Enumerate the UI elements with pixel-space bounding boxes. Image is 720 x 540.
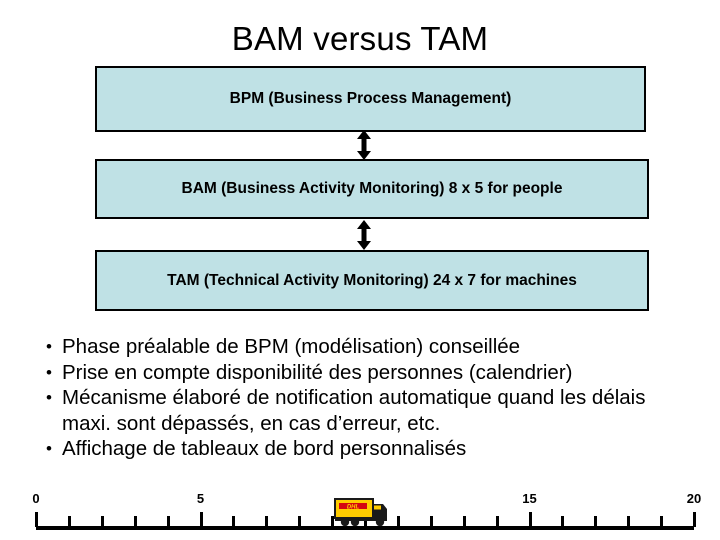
diagram-box-bpm-label: BPM (Business Process Management) [229, 90, 512, 107]
ruler-tick [298, 516, 302, 527]
diagram-box-bam: BAM (Business Activity Monitoring) 8 x 5… [95, 159, 649, 219]
bullet-list: • Phase préalable de BPM (modélisation) … [36, 334, 696, 462]
ruler-tick [396, 516, 400, 527]
ruler-tick [133, 516, 137, 527]
ruler-tick [100, 516, 104, 527]
ruler-tick [429, 516, 433, 527]
diagram-box-tam: TAM (Technical Activity Monitoring) 24 x… [95, 250, 649, 311]
list-item: • Prise en compte disponibilité des pers… [36, 360, 696, 386]
list-item: • Affichage de tableaux de bord personna… [36, 436, 696, 462]
timeline-ruler: 0 5 15 20 [0, 486, 720, 540]
bullet-marker-icon: • [46, 388, 52, 407]
ruler-tick [528, 512, 532, 527]
ruler-tick [199, 512, 203, 527]
ruler-tick [561, 516, 565, 527]
svg-text:DHL: DHL [347, 504, 360, 510]
list-item: • Phase préalable de BPM (modélisation) … [36, 334, 696, 360]
ruler-label: 15 [522, 491, 537, 506]
ruler-label: 0 [32, 491, 40, 506]
bullet-marker-icon: • [46, 439, 52, 458]
ruler-tick [35, 512, 38, 527]
ruler-tick [265, 516, 269, 527]
diagram-box-bam-label: BAM (Business Activity Monitoring) 8 x 5… [181, 180, 563, 197]
list-item-text: Affichage de tableaux de bord personnali… [62, 437, 467, 460]
double-arrow-icon-bpm-bam [353, 130, 375, 160]
diagram-box-tam-label: TAM (Technical Activity Monitoring) 24 x… [167, 271, 577, 289]
ruler-tick [331, 516, 335, 527]
ruler-tick [495, 516, 499, 527]
diagram-box-bpm: BPM (Business Process Management) [95, 66, 646, 132]
ruler-baseline [36, 526, 694, 530]
list-item-text: Mécanisme élaboré de notification automa… [62, 386, 646, 435]
ruler-tick [232, 516, 236, 527]
ruler-tick [462, 516, 466, 527]
list-item-text: Phase préalable de BPM (modélisation) co… [62, 335, 521, 358]
ruler-tick [166, 516, 170, 527]
bullet-marker-icon: • [46, 337, 52, 356]
bullet-marker-icon: • [46, 362, 52, 382]
page-title: BAM versus TAM [231, 20, 489, 57]
list-item: • Mécanisme élaboré de notification auto… [36, 385, 696, 436]
ruler-tick [660, 516, 664, 527]
ruler-tick [693, 512, 696, 527]
list-item-text: Prise en compte disponibilité des person… [62, 360, 573, 384]
ruler-label: 20 [686, 491, 702, 506]
ruler-tick [594, 516, 598, 527]
ruler-tick [627, 516, 631, 527]
double-arrow-icon-bam-tam [353, 220, 375, 250]
dhl-truck-icon: DHL [334, 495, 396, 528]
ruler-label: 5 [196, 491, 205, 506]
ruler-tick [67, 516, 71, 527]
